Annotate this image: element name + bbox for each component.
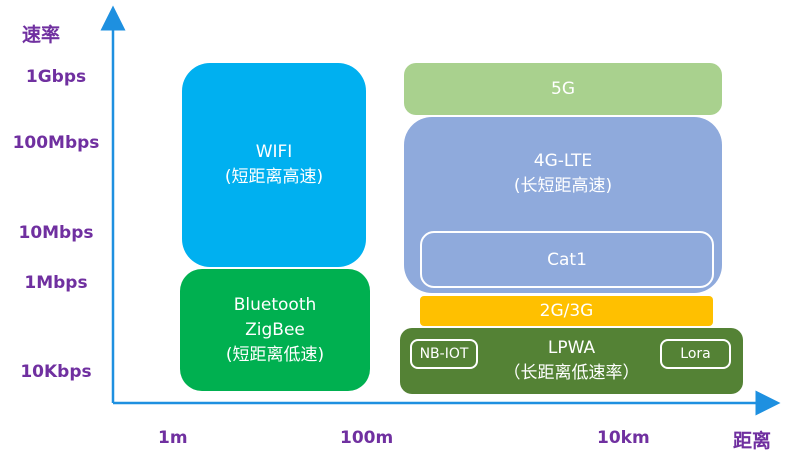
- zigbee-name: ZigBee: [245, 319, 305, 340]
- lpwa-name: LPWA: [547, 338, 596, 358]
- lte-name: 4G-LTE: [533, 151, 593, 171]
- y-tick-100mbps: 100Mbps: [12, 133, 100, 153]
- lte-desc: (长短距高速): [513, 176, 613, 196]
- bluetooth-desc: (短距离低速): [225, 344, 325, 365]
- x-tick-10km: 10km: [597, 428, 650, 448]
- nbiot-tag: NB-IOT: [410, 339, 478, 369]
- lora-tag: Lora: [660, 339, 731, 369]
- wifi-block: WIFI (短距离高速): [182, 63, 366, 267]
- lpwa-desc: （长距离低速率）: [503, 363, 640, 383]
- x-axis-title: 距离: [733, 430, 772, 452]
- y-tick-1gbps: 1Gbps: [25, 67, 87, 87]
- y-axis-title: 速率: [22, 24, 61, 46]
- g5-name: 5G: [551, 78, 575, 99]
- x-tick-1m: 1m: [158, 428, 188, 448]
- bluetooth-name: Bluetooth: [233, 294, 317, 315]
- nbiot-label: NB-IOT: [419, 346, 469, 362]
- g5-block: 5G: [404, 63, 722, 115]
- lte-block: 4G-LTE (长短距高速): [404, 117, 722, 293]
- y-tick-10kbps: 10Kbps: [20, 362, 92, 382]
- cat1-box: Cat1: [420, 231, 714, 288]
- y-tick-1mbps: 1Mbps: [24, 273, 88, 293]
- cat1-name: Cat1: [547, 249, 587, 270]
- x-tick-100m: 100m: [340, 428, 394, 448]
- bluetooth-block: Bluetooth ZigBee (短距离低速): [180, 269, 370, 391]
- wifi-desc: (短距离高速): [224, 167, 324, 187]
- lora-label: Lora: [680, 346, 711, 362]
- g23-name: 2G/3G: [539, 300, 594, 321]
- wifi-name: WIFI: [255, 142, 293, 162]
- y-tick-10mbps: 10Mbps: [18, 223, 94, 243]
- g23-block: 2G/3G: [420, 296, 713, 326]
